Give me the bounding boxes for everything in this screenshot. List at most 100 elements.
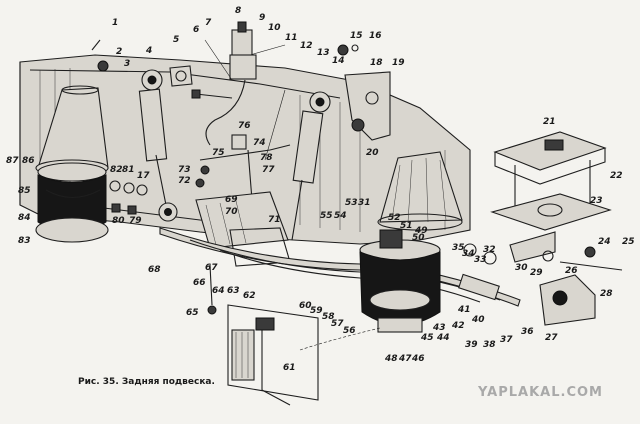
shock-absorber-left — [138, 69, 178, 222]
height-valve — [205, 21, 257, 146]
callout-67: 67 — [205, 263, 218, 273]
callout-42: 42 — [451, 321, 465, 331]
callout-48: 48 — [384, 354, 398, 364]
callout-24: 24 — [598, 237, 611, 247]
shock-absorber-right — [291, 91, 331, 241]
callout-27: 27 — [545, 333, 558, 343]
callout-31: 31 — [358, 198, 371, 208]
callout-70: 70 — [225, 207, 238, 217]
pin-1-nut-2 — [91, 39, 109, 72]
callout-60: 60 — [299, 301, 312, 311]
callout-2: 2 — [116, 47, 122, 57]
callout-35: 35 — [452, 243, 465, 253]
air-spring-center — [359, 229, 441, 333]
callout-36: 36 — [521, 327, 534, 337]
callout-9: 9 — [259, 13, 265, 23]
callout-68: 68 — [148, 265, 161, 275]
bolt-25 — [559, 246, 623, 271]
callout-29: 29 — [530, 268, 543, 278]
air-spring-left — [35, 162, 109, 243]
callout-50: 50 — [412, 233, 425, 243]
callout-13: 13 — [317, 48, 330, 58]
bump-stop-cone-center — [377, 151, 463, 231]
callout-labels: 1 2 3 4 5 6 7 8 9 10 11 12 13 14 15 16 1… — [6, 6, 635, 373]
callout-61: 61 — [283, 363, 296, 373]
callout-49: 49 — [414, 226, 428, 236]
callout-54: 54 — [334, 211, 347, 221]
callout-69: 69 — [225, 195, 238, 205]
callout-20: 20 — [366, 148, 379, 158]
callout-46: 46 — [411, 354, 425, 364]
callout-22: 22 — [610, 171, 623, 181]
callout-57: 57 — [331, 319, 344, 329]
callout-52: 52 — [388, 213, 401, 223]
callout-12: 12 — [300, 41, 313, 51]
bolt-65 — [207, 264, 217, 315]
callout-18: 18 — [370, 58, 383, 68]
clamp-block — [509, 231, 596, 326]
callout-1: 1 — [112, 18, 118, 28]
figure-caption: Рис. 35. Задняя подвеска. — [78, 377, 215, 387]
callout-17: 17 — [137, 171, 150, 181]
detail-inset-61 — [227, 304, 319, 406]
callout-16: 16 — [369, 31, 382, 41]
callout-51: 51 — [400, 221, 413, 231]
callout-19: 19 — [392, 58, 405, 68]
top-frame-21-22 — [493, 131, 607, 210]
callout-8: 8 — [235, 6, 241, 16]
callout-5: 5 — [173, 35, 179, 45]
callout-81: 81 — [122, 165, 135, 175]
callout-23: 23 — [590, 196, 603, 206]
callout-33: 33 — [474, 255, 487, 265]
callout-65: 65 — [186, 308, 199, 318]
watermark: YAPLAKAL.COM — [477, 385, 603, 400]
callout-53: 53 — [345, 198, 358, 208]
plate-23 — [490, 193, 612, 231]
callout-25: 25 — [622, 237, 635, 247]
callout-72: 72 — [178, 176, 191, 186]
callout-37: 37 — [500, 335, 513, 345]
callout-87: 87 — [6, 156, 19, 166]
callout-7: 7 — [205, 18, 212, 28]
callout-79: 79 — [129, 216, 142, 226]
callout-71: 71 — [268, 215, 281, 225]
callout-34: 34 — [462, 249, 475, 259]
callout-76: 76 — [238, 121, 251, 131]
callout-26: 26 — [565, 266, 578, 276]
callout-30: 30 — [515, 263, 528, 273]
callout-56: 56 — [343, 326, 356, 336]
callout-66: 66 — [193, 278, 206, 288]
callout-80: 80 — [112, 216, 125, 226]
callout-77: 77 — [262, 165, 275, 175]
callout-40: 40 — [471, 315, 485, 325]
callout-14: 14 — [332, 56, 345, 66]
leaf-spring — [159, 227, 521, 307]
leader-lines — [204, 39, 381, 351]
callout-85: 85 — [18, 186, 31, 196]
callout-38: 38 — [483, 340, 496, 350]
callout-15: 15 — [350, 31, 363, 41]
callout-75: 75 — [212, 148, 225, 158]
callout-44: 44 — [436, 333, 450, 343]
callout-73: 73 — [178, 165, 191, 175]
washers-left — [109, 180, 148, 215]
callout-78: 78 — [260, 153, 273, 163]
callout-11: 11 — [285, 33, 298, 43]
callout-10: 10 — [268, 23, 281, 33]
callout-62: 62 — [243, 291, 256, 301]
valve-linkage — [195, 134, 291, 201]
callout-82: 82 — [110, 165, 123, 175]
callout-47: 47 — [398, 354, 412, 364]
callout-58: 58 — [322, 312, 335, 322]
callout-45: 45 — [420, 333, 434, 343]
callout-32: 32 — [483, 245, 496, 255]
callout-43: 43 — [432, 323, 446, 333]
bracket-assembly — [344, 71, 391, 141]
callout-3: 3 — [124, 59, 130, 69]
callout-64: 64 — [212, 286, 225, 296]
eye-bolt-5-6 — [169, 65, 233, 99]
callout-39: 39 — [465, 340, 478, 350]
callout-63: 63 — [227, 286, 240, 296]
callout-4: 4 — [145, 46, 152, 56]
